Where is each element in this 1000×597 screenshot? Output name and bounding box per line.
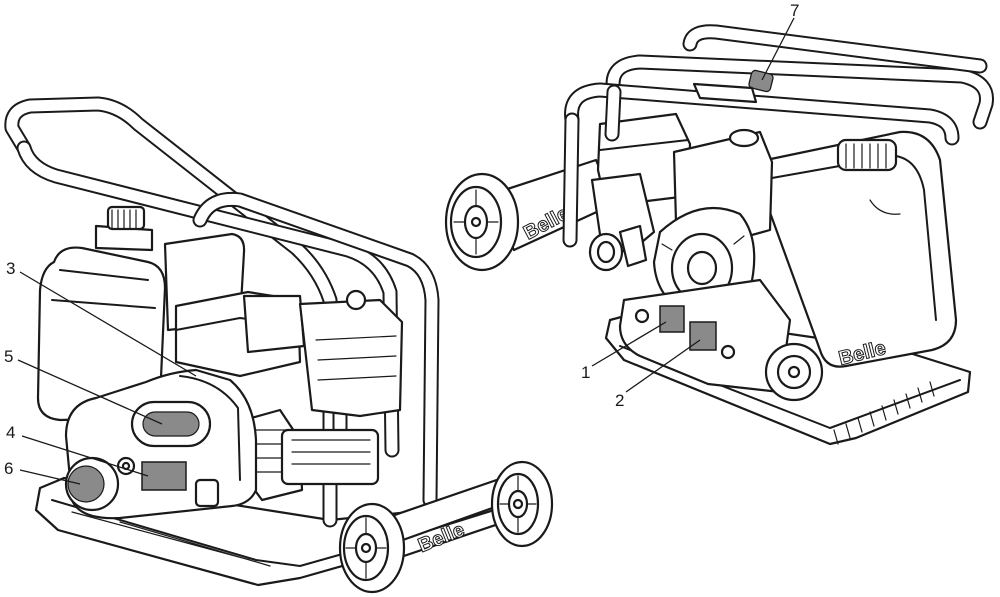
left-label-plate-4 (141, 461, 187, 491)
right-label-plate-1 (659, 305, 685, 333)
callout-2: 2 (615, 339, 701, 410)
callout-5: 5 (4, 347, 163, 425)
callout-number-5: 5 (4, 347, 13, 366)
callout-3: 3 (6, 259, 197, 377)
callout-4: 4 (6, 423, 149, 477)
callout-number-6: 6 (4, 459, 13, 478)
callout-number-7: 7 (790, 1, 799, 20)
callouts: 1 2 3 4 5 6 7 (4, 1, 799, 485)
callout-7: 7 (761, 1, 799, 81)
callout-1: 1 (581, 321, 667, 382)
right-water-tank: Belle (760, 130, 958, 370)
left-belt-guard (64, 368, 258, 520)
right-label-band-7 (748, 69, 774, 93)
callout-number-3: 3 (6, 259, 15, 278)
left-engine (174, 289, 404, 502)
right-handle-frame (562, 24, 994, 248)
right-label-plate-2 (689, 321, 717, 351)
callout-number-2: 2 (615, 391, 624, 410)
callout-number-1: 1 (581, 363, 590, 382)
left-label-disc-6 (67, 465, 105, 503)
callout-number-4: 4 (6, 423, 15, 442)
right-rear-wheel: Belle (444, 158, 616, 272)
right-belt-guard (618, 278, 824, 402)
left-wheels (338, 460, 554, 594)
right-compactor-view: Belle Belle (444, 24, 994, 446)
callout-6: 6 (4, 459, 81, 485)
